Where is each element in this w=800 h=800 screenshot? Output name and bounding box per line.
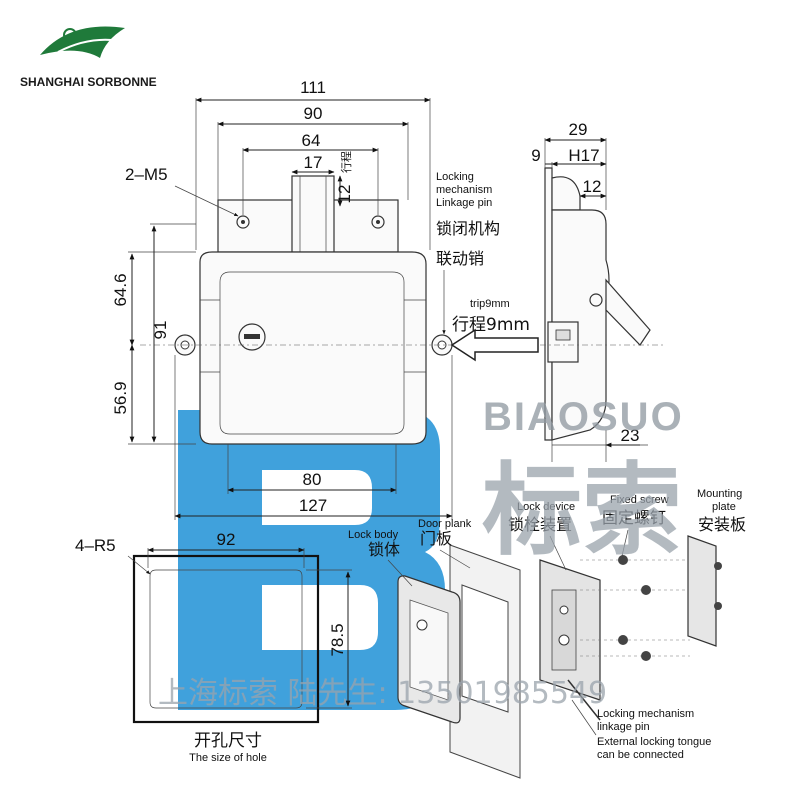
dim-64: 64 <box>302 131 321 150</box>
watermark-text: BIAOSUO 标索 上海标索 陆先生: 13501985549 <box>158 395 684 711</box>
cutout-width: 92 <box>217 530 236 549</box>
linkage-cn-2: 联动销 <box>436 249 484 268</box>
screw-icon <box>641 585 651 595</box>
mounting-plate-cn: 安装板 <box>698 515 746 534</box>
mounting-plate-part <box>687 535 717 647</box>
trip-arrow-icon <box>450 328 539 362</box>
dim-12: 12 <box>583 177 602 196</box>
dim-64-6: 64.6 <box>111 273 130 306</box>
screw-icon <box>618 555 628 565</box>
front-dimensions: 111 90 64 17 12 行程 2–M5 64.6 56.9 91 80 <box>111 78 453 520</box>
watermark-company-cn: 标索 <box>482 452 682 569</box>
screw-icon <box>641 651 651 661</box>
linkage-annotation: Locking mechanism Linkage pin 锁闭机构 联动销 t… <box>436 171 539 362</box>
watermark-b-logo <box>178 410 445 710</box>
screw-spec: 2–M5 <box>125 165 168 184</box>
watermark-contact: 上海标索 陆先生: 13501985549 <box>158 676 607 711</box>
note-3: External locking tongue <box>597 736 711 748</box>
lock-body-front <box>199 251 427 445</box>
linkage-cn-1: 锁闭机构 <box>436 219 500 238</box>
handle-tongue <box>291 175 335 253</box>
linkage-en-1: Locking <box>436 171 474 183</box>
linkage-en-3: Linkage pin <box>436 197 492 209</box>
mounting-plate-en-1: Mounting <box>697 488 742 500</box>
dim-23: 23 <box>621 426 640 445</box>
trip-cn-label: 行程 <box>340 151 353 173</box>
dim-111: 111 <box>300 78 326 97</box>
door-plank-en: Door plank <box>418 518 472 530</box>
mounting-plate-en-2: plate <box>712 501 736 513</box>
cutout-title-cn: 开孔尺寸 <box>194 731 262 751</box>
cutout-title-en: The size of hole <box>189 752 267 764</box>
side-view <box>540 167 665 441</box>
snail-logo-icon <box>63 28 77 42</box>
door-plank-cn: 门板 <box>420 529 452 548</box>
linkage-en-2: mechanism <box>436 184 492 196</box>
cutout-radius: 4–R5 <box>75 536 116 555</box>
lock-body-en: Lock body <box>348 529 399 541</box>
lock-device-en: Lock device <box>517 501 575 513</box>
lock-device-side <box>547 321 579 363</box>
dim-91: 91 <box>151 321 170 340</box>
lock-device-cn: 锁栓装置 <box>508 515 572 534</box>
handle-pan <box>219 271 405 435</box>
fixed-screw-parts <box>580 555 690 661</box>
dim-56-9: 56.9 <box>111 381 130 414</box>
exploded-view <box>397 535 722 779</box>
cutout-outline <box>132 554 320 724</box>
side-dimensions: 29 9 H17 12 23 <box>531 120 648 462</box>
lock-body-cn: 锁体 <box>368 540 400 559</box>
brand-name: SHANGHAI SORBONNE <box>20 75 157 89</box>
dim-90: 90 <box>304 104 323 123</box>
exploded-labels: Lock body 锁体 Door plank 门板 Lock device 锁… <box>348 488 746 761</box>
dim-9: 9 <box>531 146 540 165</box>
watermark-company-en: BIAOSUO <box>483 395 684 439</box>
cutout-view: 92 4–R5 78.5 开孔尺寸 The size of hole <box>75 530 352 764</box>
dim-29: 29 <box>569 120 588 139</box>
brand-logo: SHANGHAI SORBONNE <box>20 26 157 89</box>
note-2: linkage pin <box>597 721 650 733</box>
dim-17: 17 <box>304 153 323 172</box>
handle-side <box>605 278 651 346</box>
trip-en: trip9mm <box>470 298 510 310</box>
dim-h17: H17 <box>568 146 599 165</box>
trip-cn: 行程9mm <box>452 315 530 335</box>
dim-80: 80 <box>303 470 322 489</box>
cutout-height: 78.5 <box>328 623 347 656</box>
fixed-screw-en: Fixed screw <box>610 494 669 506</box>
screw-icon <box>618 635 628 645</box>
fixed-screw-cn: 固定螺钉 <box>602 508 666 527</box>
dim-trip-12: 12 <box>335 185 354 204</box>
front-view <box>140 175 460 445</box>
note-1: Locking mechanism <box>597 708 694 720</box>
dim-127: 127 <box>299 496 327 515</box>
note-4: can be connected <box>597 749 684 761</box>
